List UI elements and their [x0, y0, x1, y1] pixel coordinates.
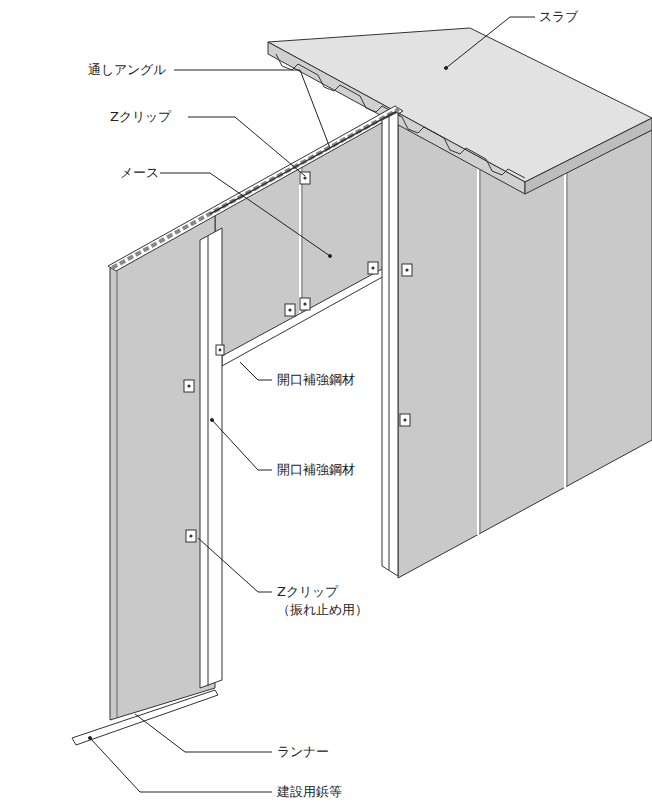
part-label: 建設用鋲等 [277, 783, 342, 801]
part-label: Zクリップ （振れ止め用） [277, 583, 387, 619]
part-label: 開口補強鋼材 [277, 371, 355, 389]
part-label: ランナー [277, 743, 329, 761]
part-label: メース [120, 164, 159, 182]
part-label: 通しアングル [88, 61, 166, 79]
part-label: スラブ [539, 8, 578, 26]
part-label: 開口補強鋼材 [277, 461, 355, 479]
part-label: Zクリップ [110, 108, 171, 126]
